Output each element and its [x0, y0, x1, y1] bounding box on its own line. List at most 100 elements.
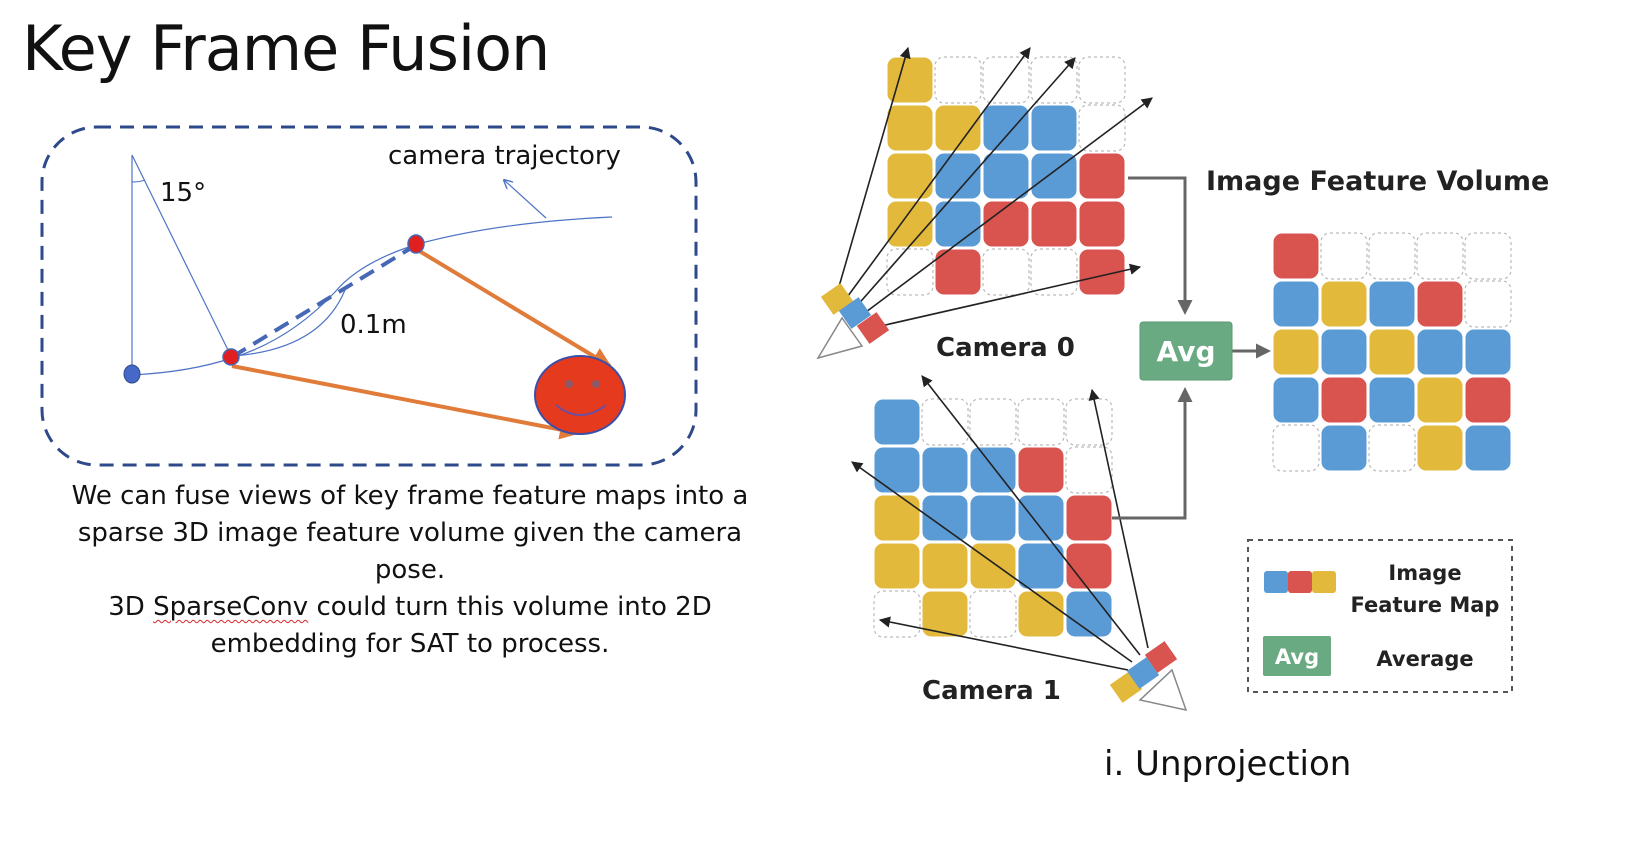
feature-cell: [1464, 328, 1512, 376]
legend-average-label: Average: [1376, 647, 1473, 671]
feature-cell: [1272, 376, 1320, 424]
description-line-1: We can fuse views of key frame feature m…: [71, 481, 749, 511]
feature-cell: [934, 248, 982, 296]
feature-cell: [921, 494, 969, 542]
feature-cell: [1368, 376, 1416, 424]
feature-cell: [873, 542, 921, 590]
feature-cell: [969, 494, 1017, 542]
feature-cell: [969, 398, 1017, 446]
legend: Image Feature Map Avg Average: [1247, 539, 1513, 693]
trajectory-label-arrow: [504, 180, 547, 219]
feature-cell: [1368, 328, 1416, 376]
feature-cell: [1065, 542, 1113, 590]
feature-cell: [1416, 376, 1464, 424]
feature-cell: [921, 398, 969, 446]
angle-label: 15°: [160, 178, 206, 208]
feature-cell: [1017, 446, 1065, 494]
feature-cell: [873, 590, 921, 638]
camera-0-icon: [816, 283, 890, 360]
avg-label: Avg: [1157, 335, 1216, 368]
feature-cell: [969, 542, 1017, 590]
feature-cell: [934, 56, 982, 104]
feature-map-swatch-icon: [1264, 571, 1336, 593]
feature-cell: [1065, 398, 1113, 446]
feature-cell: [1320, 424, 1368, 472]
feature-cell: [982, 248, 1030, 296]
feature-cell: [1416, 424, 1464, 472]
feature-cell: [1368, 424, 1416, 472]
feature-cell: [1320, 232, 1368, 280]
dashed-frame: [40, 125, 698, 467]
feature-cell: [886, 152, 934, 200]
keyframe-distance-line: [230, 243, 418, 359]
feature-cell: [1320, 376, 1368, 424]
legend-feature-map-line1: Image: [1388, 561, 1461, 585]
connector-arrows: [1112, 176, 1271, 520]
legend-avg-swatch: [1263, 636, 1331, 676]
distance-label: 0.1m: [340, 310, 407, 340]
feature-cell: [982, 152, 1030, 200]
feature-cell: [1464, 424, 1512, 472]
description: We can fuse views of key frame feature m…: [30, 478, 790, 663]
feature-cell: [1017, 494, 1065, 542]
feature-cell: [1464, 376, 1512, 424]
feature-cell: [873, 398, 921, 446]
feature-cell: [886, 248, 934, 296]
sparseconv-term: SparseConv: [153, 592, 309, 622]
camera-1-icon: [1109, 641, 1188, 712]
page-title: Key Frame Fusion: [22, 12, 550, 85]
feature-cell: [1416, 280, 1464, 328]
feature-cell: [873, 494, 921, 542]
feature-cell: [1078, 200, 1126, 248]
feature-cell: [982, 104, 1030, 152]
feature-cell: [1464, 280, 1512, 328]
feature-cell: [1065, 590, 1113, 638]
feature-cell: [1030, 152, 1078, 200]
feature-cell: [1320, 280, 1368, 328]
image-feature-volume-grid: [1272, 232, 1512, 472]
feature-cell: [1065, 446, 1113, 494]
trajectory-label: camera trajectory: [388, 141, 621, 171]
feature-cell: [873, 446, 921, 494]
feature-cell: [1272, 328, 1320, 376]
description-line-4-post: could turn this volume into 2D: [308, 592, 712, 622]
camera-0-feature-grid: [886, 56, 1126, 296]
feature-cell: [886, 200, 934, 248]
legend-frame: [1247, 539, 1513, 693]
feature-cell: [969, 590, 1017, 638]
feature-cell: [1416, 232, 1464, 280]
feature-cell: [1368, 280, 1416, 328]
description-line-3: pose.: [374, 555, 446, 585]
feature-cell: [1078, 248, 1126, 296]
figure-caption: i. Unprojection: [1104, 744, 1352, 784]
feature-cell: [1464, 232, 1512, 280]
distance-bracket: [231, 289, 346, 357]
feature-cell: [921, 542, 969, 590]
start-node: [123, 364, 141, 384]
feature-cell: [1272, 280, 1320, 328]
feature-cell: [1065, 494, 1113, 542]
feature-cell: [1078, 56, 1126, 104]
trajectory-curve: [131, 216, 613, 376]
feature-cell: [1078, 104, 1126, 152]
camera-0-label: Camera 0: [936, 333, 1075, 363]
avg-box: Avg: [1139, 321, 1233, 381]
view-ray-2: [414, 247, 612, 368]
view-ray-1: [231, 364, 580, 440]
feature-cell: [1017, 398, 1065, 446]
feature-cell: [1030, 104, 1078, 152]
feature-cell: [934, 104, 982, 152]
volume-title: Image Feature Volume: [1206, 166, 1549, 197]
feature-cell: [1030, 248, 1078, 296]
feature-cell: [969, 446, 1017, 494]
feature-cell: [1368, 232, 1416, 280]
camera-1-label: Camera 1: [922, 676, 1061, 706]
camera-1-feature-grid: [873, 398, 1113, 638]
camera-0-rays: [837, 46, 1153, 329]
description-line-5: embedding for SAT to process.: [210, 629, 610, 659]
feature-cell: [934, 200, 982, 248]
feature-cell: [1320, 328, 1368, 376]
feature-cell: [1078, 152, 1126, 200]
feature-cell: [1030, 200, 1078, 248]
